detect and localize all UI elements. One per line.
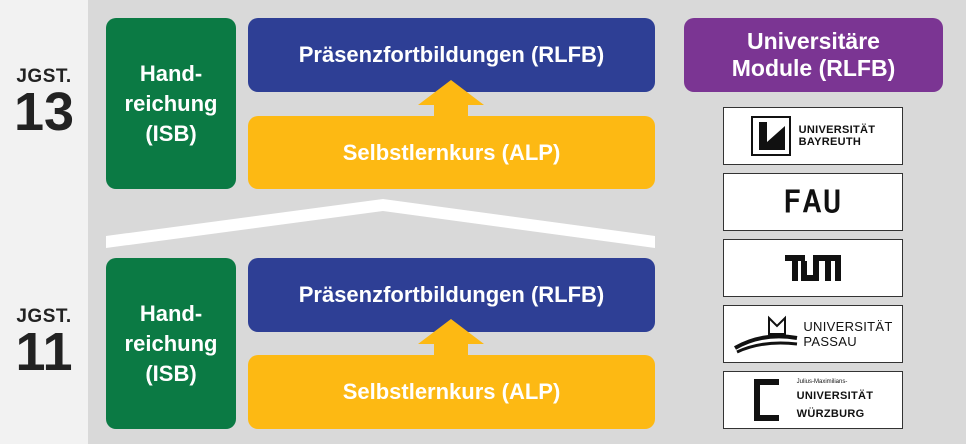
selfstudy-text-11: Selbstlernkurs (ALP) xyxy=(342,379,561,404)
level-divider-roof xyxy=(106,199,655,248)
up-arrow-icon-11 xyxy=(418,319,484,355)
bayreuth-logo: UNIVERSITÄT BAYREUTH xyxy=(723,107,903,165)
presence-training-box-11: Präsenzfortbildungen (RLFB) xyxy=(248,258,655,332)
selfstudy-text-13: Selbstlernkurs (ALP) xyxy=(342,139,561,165)
year-13-label: JGST. 13 xyxy=(0,66,88,142)
year-13-number: 13 xyxy=(13,82,75,142)
passau-logo-icon xyxy=(734,315,798,354)
year-11-label: JGST. 11 xyxy=(0,306,88,382)
university-modules-title: Universitäre Module (RLFB) xyxy=(731,28,896,81)
year-13-prefix: JGST. xyxy=(16,66,72,87)
presence-training-text-11: Präsenzfortbildungen (RLFB) xyxy=(298,282,605,307)
year-sidebar xyxy=(0,0,88,444)
handout-box-13: Hand- reichung (ISB) xyxy=(106,18,236,189)
university-modules-box: Universitäre Module (RLFB) xyxy=(684,18,943,92)
wuerzburg-logo-icon xyxy=(753,379,779,421)
passau-logo-text: UNIVERSITÄT PASSAU xyxy=(803,319,893,349)
bayreuth-logo-text: UNIVERSITÄT BAYREUTH xyxy=(798,124,876,148)
presence-training-text-13: Präsenzfortbildungen (RLFB) xyxy=(298,42,605,67)
handout-text-11: Hand- reichung (ISB) xyxy=(124,300,218,386)
wuerzburg-logo-text: UNIVERSITÄT WÜRZBURG xyxy=(796,390,874,420)
bayreuth-logo-icon xyxy=(750,116,791,156)
passau-logo: UNIVERSITÄT PASSAU xyxy=(723,305,903,363)
wuerzburg-logo: Julius-Maximilians- UNIVERSITÄT WÜRZBURG xyxy=(723,371,903,429)
year-11-prefix: JGST. xyxy=(16,306,72,327)
tum-logo xyxy=(723,239,903,297)
selfstudy-box-11: Selbstlernkurs (ALP) xyxy=(248,355,655,429)
selfstudy-box-13: Selbstlernkurs (ALP) xyxy=(248,116,655,189)
handout-box-11: Hand- reichung (ISB) xyxy=(106,258,236,429)
tum-logo-icon xyxy=(785,255,841,281)
year-11-number: 11 xyxy=(15,322,73,382)
presence-training-box-13: Präsenzfortbildungen (RLFB) xyxy=(248,18,655,92)
wuerzburg-logo-small: Julius-Maximilians- xyxy=(796,379,848,385)
fau-logo: FAU xyxy=(723,173,903,231)
up-arrow-icon-13 xyxy=(418,80,484,116)
fau-logo-icon: FAU xyxy=(782,184,844,220)
handout-text-13: Hand- reichung (ISB) xyxy=(124,60,218,146)
